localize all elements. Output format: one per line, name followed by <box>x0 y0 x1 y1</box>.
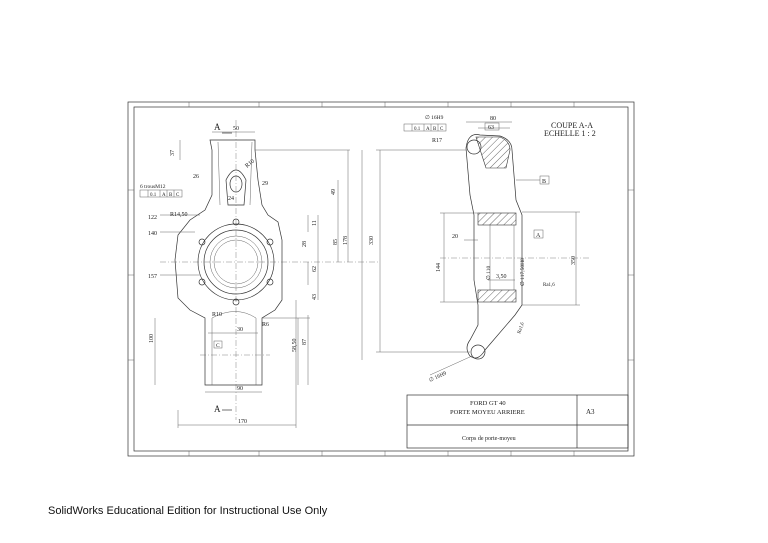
front-view: A A <box>139 120 380 428</box>
tolerance-frame-right: 0.1 A B C <box>403 123 447 132</box>
title-line2: PORTE MOYEU ARRIERE <box>450 409 525 416</box>
dim-v11: 11 <box>312 220 318 226</box>
dim-37: 37 <box>170 150 176 156</box>
roughness-1: Ra1,6 <box>543 283 555 288</box>
datum-c-box <box>213 340 223 349</box>
section-scale: ECHELLE 1 : 2 <box>544 129 596 138</box>
hatch-bore-bottom <box>477 289 517 303</box>
tol-datum-b-left: B <box>169 193 173 198</box>
dim-80: 80 <box>490 116 496 122</box>
hatch-top <box>475 136 511 169</box>
dim-r17: R17 <box>432 138 442 144</box>
dim-16h9-top: ∅ 16H9 <box>425 114 444 121</box>
dim-v28: 28 <box>302 241 308 247</box>
dim-90: 90 <box>237 386 243 392</box>
tolerance-frame-left: 0.1 A B C <box>139 189 183 198</box>
section-mark-top: A <box>214 122 221 132</box>
title-block: FORD GT 40 PORTE MOYEU ARRIERE Corps de … <box>406 394 629 449</box>
dim-r10-top: R10 <box>244 158 256 169</box>
dim-140: 140 <box>148 231 157 237</box>
dim-144: 144 <box>436 263 442 272</box>
tol-datum-c-right: C <box>440 127 444 132</box>
watermark-footer: SolidWorks Educational Edition for Instr… <box>48 505 328 517</box>
dim-d117: ∅ 117,50H8 <box>519 258 526 286</box>
dim-r6: R6 <box>262 322 269 328</box>
title-line1: FORD GT 40 <box>470 400 506 407</box>
tol-datum-a-right: A <box>426 127 430 132</box>
part-name: Corps de porte-moyeu <box>462 436 516 442</box>
sheet-frame <box>127 101 635 457</box>
dim-20: 20 <box>452 234 458 240</box>
dim-30: 30 <box>237 327 243 333</box>
tol-datum-a-left: A <box>162 193 166 198</box>
dim-29: 29 <box>262 181 268 187</box>
datum-a: A <box>536 233 541 239</box>
dim-v87: 87 <box>302 339 308 345</box>
dim-v49: 49 <box>331 189 337 195</box>
datum-b: B <box>542 179 546 185</box>
thread-note: 6 trousM12 <box>140 184 166 190</box>
dim-r14: R14,50 <box>170 212 188 218</box>
dim-170: 170 <box>238 419 247 425</box>
dim-122: 122 <box>148 215 157 221</box>
dim-v58: 58,50 <box>292 339 298 353</box>
dim-16h9-bottom: ∅ 16H9 <box>428 370 448 384</box>
dim-v330: 330 <box>369 236 375 245</box>
tol-value-right: 0.1 <box>414 127 421 132</box>
tol-value-left: 0.1 <box>150 193 157 198</box>
dim-v43: 43 <box>312 294 318 300</box>
dim-v85: 85 <box>333 239 339 245</box>
dim-v178: 178 <box>343 236 349 245</box>
roughness-2: Ra1,6 <box>517 321 526 334</box>
hatch-bore-top <box>477 212 517 226</box>
dim-d110: ∅ 110 <box>485 266 492 280</box>
datum-c: C <box>216 343 220 349</box>
dim-350: 350 <box>571 256 577 265</box>
section-title: COUPE A-A <box>551 121 593 130</box>
dim-3-50: 3,50 <box>496 274 507 280</box>
dim-r10-low: R10 <box>212 312 222 318</box>
tol-datum-c-left: C <box>176 193 180 198</box>
section-mark-bottom: A <box>214 404 221 414</box>
dim-63: 63 <box>488 125 494 131</box>
dim-26: 26 <box>193 174 199 180</box>
dim-v62: 62 <box>312 266 318 272</box>
section-view: COUPE A-A ECHELLE 1 : 2 <box>376 114 596 384</box>
tol-datum-b-right: B <box>433 127 437 132</box>
dim-24: 24 <box>228 196 234 202</box>
dim-100: 100 <box>149 334 155 343</box>
dim-157: 157 <box>148 274 157 280</box>
dim-top-width: 50 <box>233 126 239 132</box>
sheet-format: A3 <box>586 408 595 416</box>
